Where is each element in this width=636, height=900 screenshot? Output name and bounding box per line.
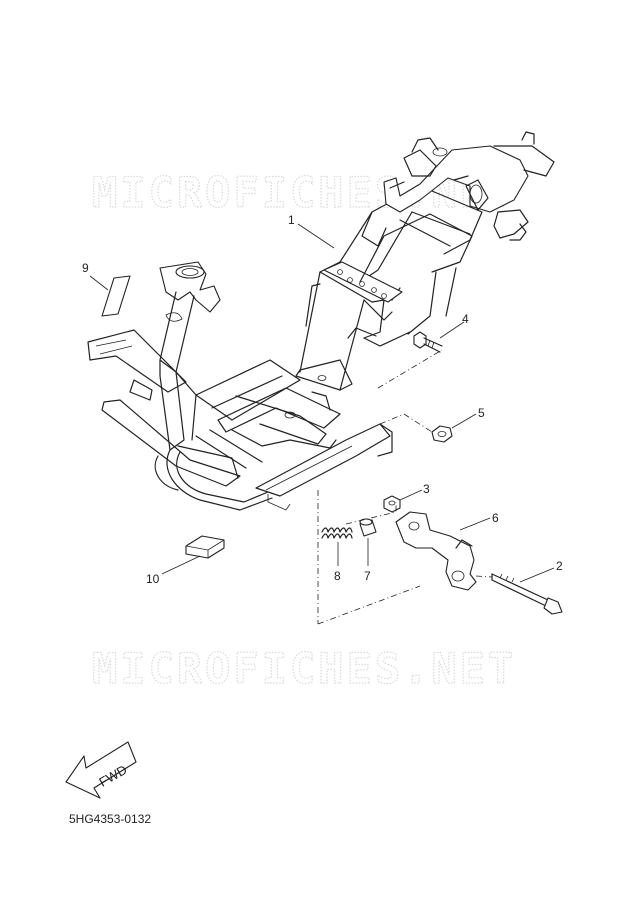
- assembly-line-nut5: [379, 413, 433, 433]
- leader-4: [439, 321, 465, 339]
- bolt-4[interactable]: [413, 331, 443, 353]
- callout-5: 5: [478, 406, 485, 420]
- leader-1: [297, 223, 335, 249]
- pivot-bolt[interactable]: [491, 573, 563, 615]
- callout-1: 1: [288, 213, 295, 227]
- spring[interactable]: [321, 527, 353, 539]
- callout-9: 9: [82, 261, 89, 275]
- nut-5[interactable]: [431, 425, 453, 443]
- callout-2: 2: [556, 559, 563, 573]
- label-strip[interactable]: [101, 275, 131, 317]
- leader-10: [161, 555, 201, 575]
- callout-3: 3: [423, 482, 430, 496]
- diagram-code: 5HG4353-0132: [69, 812, 152, 826]
- collar[interactable]: [359, 518, 377, 537]
- callout-4: 4: [462, 312, 469, 326]
- leader-6: [459, 517, 491, 531]
- callout-6: 6: [492, 511, 499, 525]
- leader-2: [519, 567, 555, 583]
- leader-3: [399, 489, 423, 501]
- nut-3[interactable]: [383, 495, 401, 513]
- stand-bracket[interactable]: [395, 511, 477, 591]
- callout-10: 10: [146, 572, 160, 586]
- leader-5: [451, 413, 477, 429]
- assembly-line-bolt: [475, 575, 493, 578]
- fwd-arrow-icon: FWD: [65, 741, 137, 799]
- callout-7: 7: [364, 569, 371, 583]
- main-frame[interactable]: [87, 131, 555, 511]
- label-block[interactable]: [185, 535, 225, 559]
- assembly-line-lower: [317, 585, 421, 625]
- callout-8: 8: [334, 569, 341, 583]
- watermark-bottom: MICROFICHES.NET: [92, 644, 516, 693]
- assembly-line-stand: [345, 502, 397, 525]
- leader-9: [89, 275, 109, 291]
- assembly-line-bolt4: [377, 349, 443, 389]
